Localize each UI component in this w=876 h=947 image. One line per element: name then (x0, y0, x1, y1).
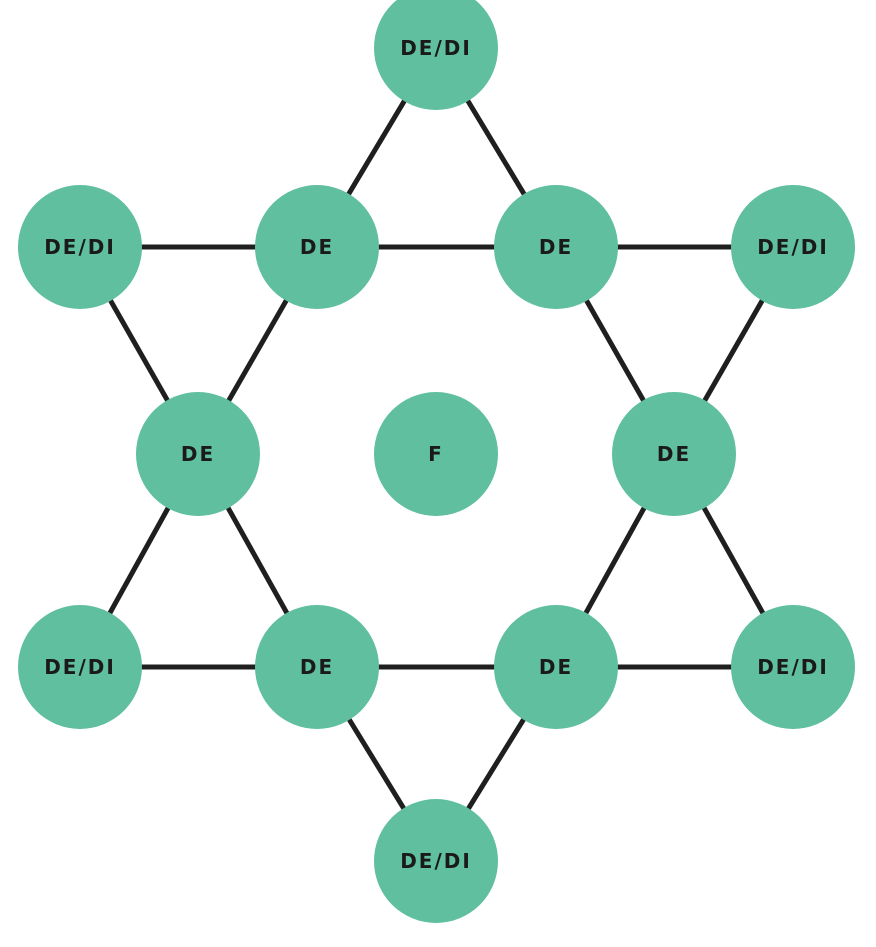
node-upper-right-outer: DE/DI (731, 185, 855, 309)
node-mid-left: DE (136, 392, 260, 516)
node-lower-left-outer: DE/DI (18, 605, 142, 729)
node-mid-right: DE (612, 392, 736, 516)
node-lower-left-inner: DE (255, 605, 379, 729)
node-label: DE (538, 235, 574, 259)
node-label: DE/DI (757, 655, 829, 679)
node-bottom: DE/DI (374, 799, 498, 923)
node-label: DE/DI (400, 36, 472, 60)
node-label: DE (538, 655, 574, 679)
node-top: DE/DI (374, 0, 498, 110)
node-label: DE/DI (44, 655, 116, 679)
node-label: DE (299, 655, 335, 679)
node-lower-right-inner: DE (494, 605, 618, 729)
node-upper-left-inner: DE (255, 185, 379, 309)
node-label: DE (299, 235, 335, 259)
node-upper-left-outer: DE/DI (18, 185, 142, 309)
node-lower-right-outer: DE/DI (731, 605, 855, 729)
node-label: DE/DI (400, 849, 472, 873)
node-upper-right-inner: DE (494, 185, 618, 309)
node-label: F (428, 442, 444, 466)
node-label: DE (180, 442, 216, 466)
node-center: F (374, 392, 498, 516)
node-label: DE/DI (757, 235, 829, 259)
node-label: DE/DI (44, 235, 116, 259)
node-label: DE (656, 442, 692, 466)
